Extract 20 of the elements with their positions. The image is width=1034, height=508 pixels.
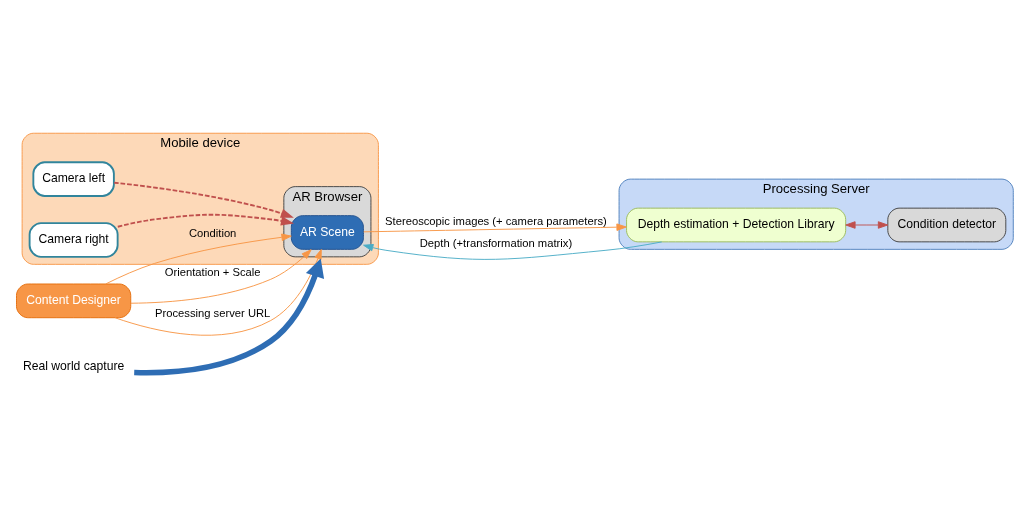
arrow [114, 248, 322, 336]
arrow [130, 248, 312, 304]
node-box: Camera left [32, 160, 115, 197]
node-box: Content Designer [16, 283, 132, 318]
edge-label: Depth (+transformation matrix) [419, 236, 573, 249]
node-box: Camera right [28, 221, 119, 258]
arrow [845, 220, 889, 229]
arrow [113, 181, 294, 218]
edge-label: Orientation + Scale [164, 265, 261, 278]
arrow [116, 213, 295, 228]
arrow [134, 258, 325, 375]
edge-label: Stereoscopic images (+ camera parameters) [385, 214, 607, 227]
arrow [105, 233, 292, 284]
node-box: Condition detector [887, 207, 1007, 242]
edge-label: Processing server URL [155, 306, 271, 319]
node-box: AR Scene [290, 214, 364, 250]
node-text: Real world capture [22, 358, 125, 373]
node-box: Depth estimation + Detection Library [626, 207, 847, 242]
edge-label: Condition [188, 226, 237, 239]
arrow [363, 222, 627, 232]
